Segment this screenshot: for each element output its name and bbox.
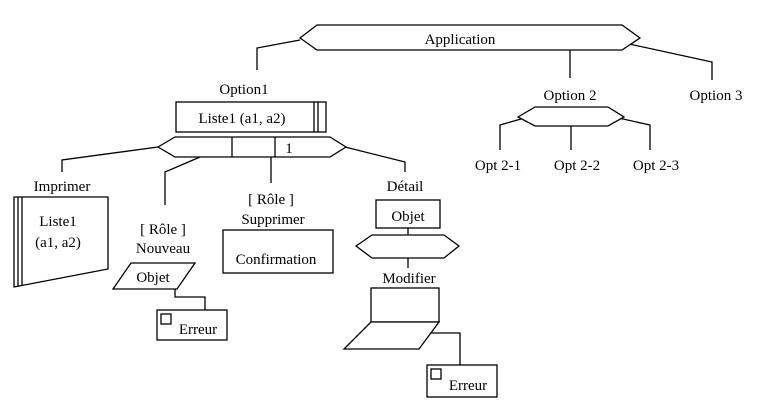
option1-label: Option1: [219, 82, 268, 98]
edge-application-option3: [619, 41, 713, 80]
opt-2-2-label: Opt 2-2: [554, 158, 600, 174]
modifier-object-node: [342, 321, 441, 350]
edge-nouveau-erreur: [174, 289, 206, 310]
imprimer-doc-line2: (a1, a2): [35, 235, 81, 251]
opt-2-1-label: Opt 2-1: [475, 158, 521, 174]
detail-menu-bar: [354, 234, 461, 259]
option2-menu-bar: [516, 106, 626, 127]
supprimer-confirmation-label: Confirmation: [236, 252, 317, 268]
imprimer-doc-line1: Liste1: [39, 214, 77, 230]
nouveau-label: Nouveau: [136, 241, 191, 257]
edge-option2-opt23: [613, 116, 651, 150]
imprimer-label: Imprimer: [34, 179, 91, 195]
option1-menu-bar: [156, 136, 348, 158]
edge-option2-opt21: [499, 116, 529, 150]
detail-label: Détail: [387, 179, 424, 195]
nouveau-error-checkbox-icon: [160, 313, 172, 325]
supprimer-label: Supprimer: [241, 212, 304, 228]
application-node: [298, 24, 642, 51]
nouveau-object-label: Objet: [136, 270, 170, 286]
edge-application-option1: [256, 39, 301, 70]
connector-lines: [61, 39, 713, 365]
detail-object-label: Objet: [391, 209, 425, 225]
opt-2-3-label: Opt 2-3: [633, 158, 679, 174]
option2-label: Option 2: [544, 88, 597, 104]
option1-multiplicity: 1: [285, 141, 293, 157]
modifier-form-box: [370, 287, 440, 323]
detail-error-label: Erreur: [449, 378, 487, 394]
application-label: Application: [425, 32, 496, 48]
option1-list-label: Liste1 (a1, a2): [198, 111, 285, 127]
imprimer-document-node: [13, 196, 109, 288]
nouveau-role-label: [ Rôle ]: [140, 222, 186, 238]
detail-object-box: [375, 199, 441, 229]
edge-option1-detail: [344, 146, 406, 172]
supprimer-role-label: [ Rôle ]: [248, 192, 294, 208]
option3-label: Option 3: [690, 88, 743, 104]
edge-option1-imprimer: [61, 146, 159, 172]
detail-error-checkbox-icon: [430, 368, 442, 380]
nouveau-object-node: [111, 262, 197, 290]
nouveau-error-label: Erreur: [179, 322, 217, 338]
modifier-label: Modifier: [382, 271, 435, 287]
option1-list-box: [175, 101, 327, 133]
supprimer-confirmation-box: [222, 229, 334, 274]
edge-option1-nouveau: [164, 156, 201, 205]
